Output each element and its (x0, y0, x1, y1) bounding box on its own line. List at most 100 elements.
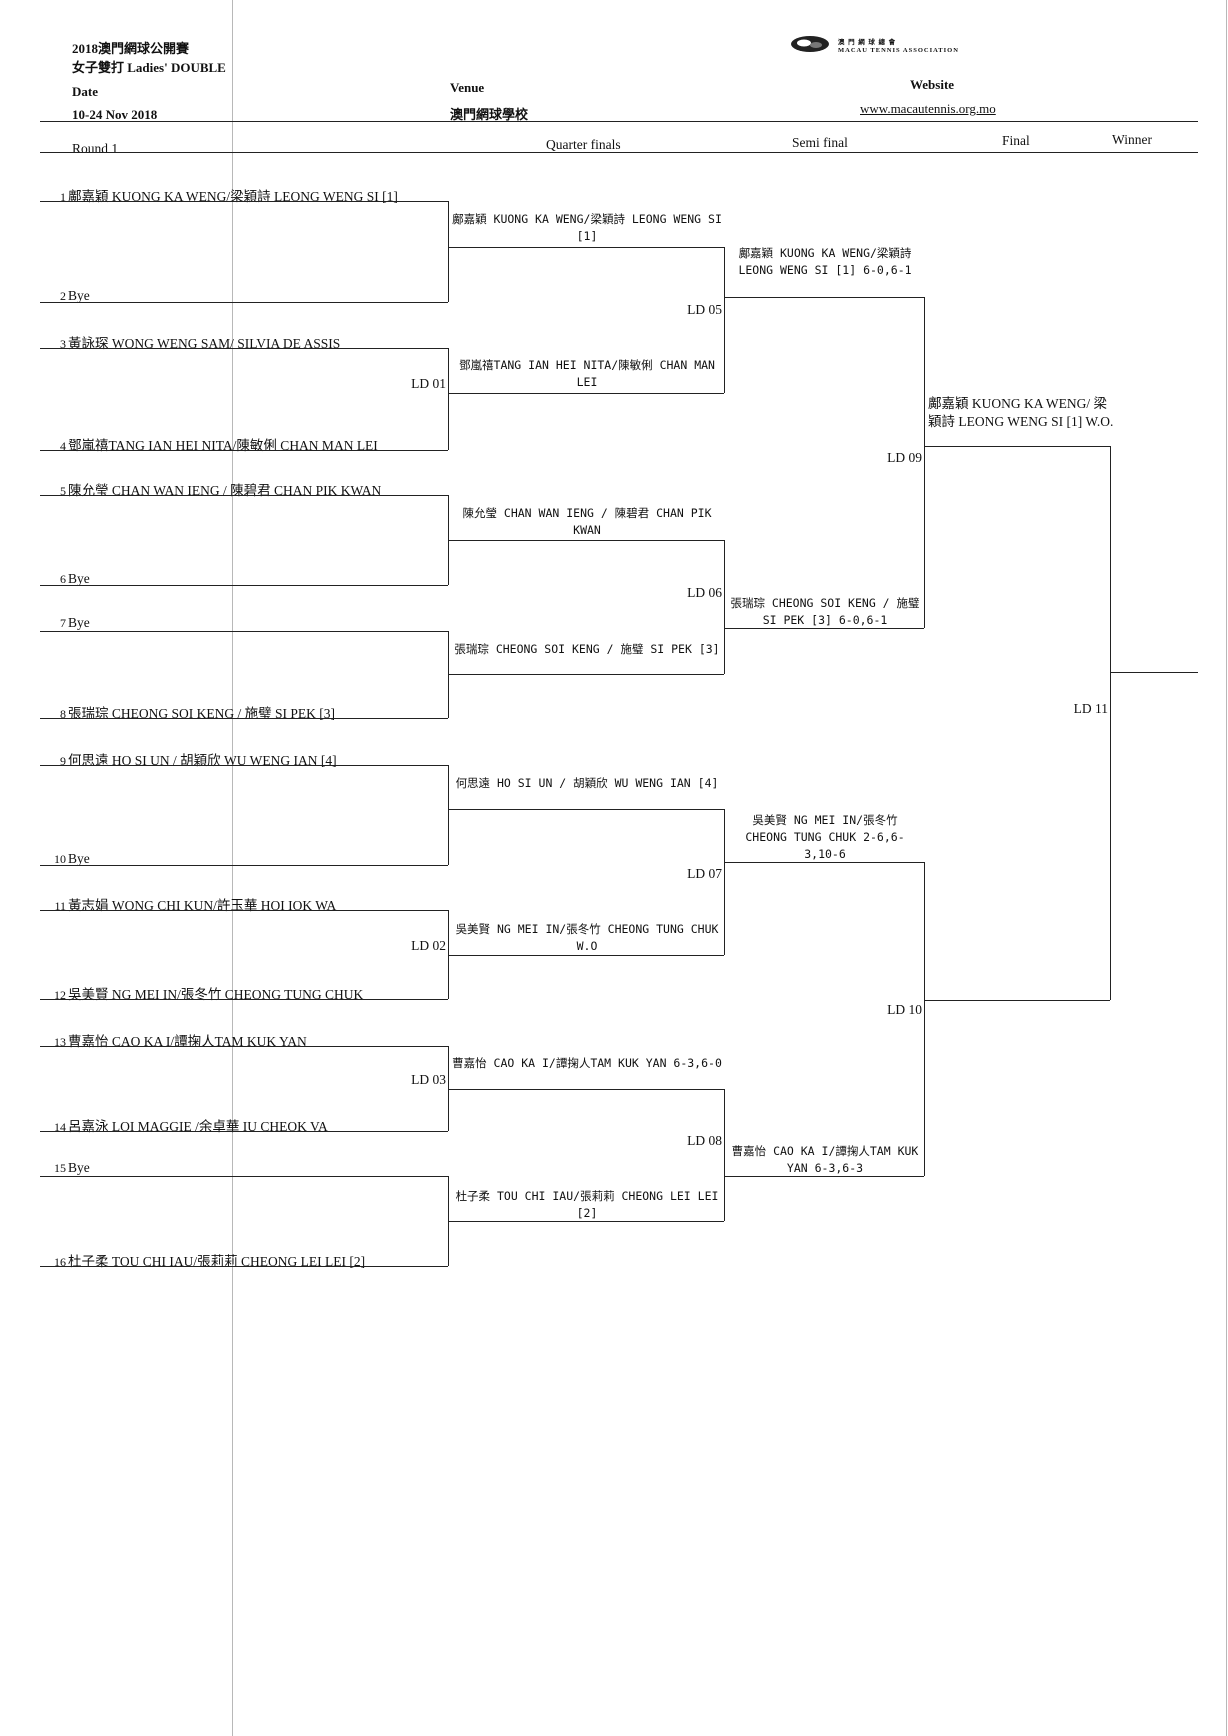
qf-connector-1 (724, 247, 725, 393)
scan-line-left (232, 0, 233, 1736)
qf-entry-1: 鄺嘉穎 KUONG KA WENG/梁穎詩 LEONG WENG SI [1] (452, 212, 722, 243)
match-id-ld02: LD 02 (411, 938, 446, 953)
r1-line-13 (40, 1046, 448, 1047)
r1-connector-5 (448, 765, 449, 865)
match-id-ld08: LD 08 (687, 1133, 722, 1148)
qf-line-6 (448, 955, 724, 956)
sf-entry-2: 張瑞琮 CHEONG SOI KENG / 施璧 SI PEK [3] 6-0,… (730, 596, 920, 627)
r1-connector-2 (448, 348, 449, 450)
draw-position: 15 (54, 1161, 66, 1175)
match-id-ld07: LD 07 (687, 866, 722, 881)
player-pair: Bye (68, 288, 90, 303)
draw-position: 5 (60, 484, 66, 498)
sf-connector-1 (924, 297, 925, 628)
qf-entry-3: 陳允瑩 CHAN WAN IENG / 陳碧君 CHAN PIK KWAN (462, 506, 712, 537)
scan-line-right (1226, 0, 1227, 1736)
sf-line-4 (724, 1176, 924, 1177)
venue-value: 澳門網球學校 (450, 107, 529, 122)
player-pair: 呂嘉泳 LOI MAGGIE /余卓華 IU CHEOK VA (68, 1119, 328, 1134)
match-id-ld11: LD 11 (1073, 701, 1108, 716)
draw-position: 3 (60, 337, 66, 351)
column-quarterfinals: Quarter finals (546, 137, 621, 152)
date-value: 10-24 Nov 2018 (72, 107, 158, 122)
player-pair: 張瑞琮 CHEONG SOI KENG / 施璧 SI PEK [3] (68, 706, 335, 721)
match-id-ld09: LD 09 (887, 450, 922, 465)
match-id-ld10: LD 10 (887, 1002, 922, 1017)
player-pair: Bye (68, 851, 90, 866)
qf-connector-4 (724, 1089, 725, 1221)
qf-line-1 (448, 247, 724, 248)
r1-line-2 (40, 302, 448, 303)
qf-entry-7: 曹嘉怡 CAO KA I/譚掬人TAM KUK YAN 6-3,6-0 (452, 1056, 722, 1070)
player-pair: 鄺嘉穎 KUONG KA WENG/梁穎詩 LEONG WENG SI [1] (68, 189, 398, 204)
draw-position: 16 (54, 1255, 66, 1269)
sf-line-3 (724, 862, 924, 863)
r1-line-1 (40, 201, 448, 202)
draw-position: 8 (60, 707, 66, 721)
r1-line-16 (40, 1266, 448, 1267)
r1-connector-6 (448, 910, 449, 999)
r1-line-10 (40, 865, 448, 866)
r1-line-12 (40, 999, 448, 1000)
logo-text-chinese: 澳 門 網 球 總 會 (838, 39, 897, 46)
match-id-ld01: LD 01 (411, 376, 446, 391)
sf-entry-1: 鄺嘉穎 KUONG KA WENG/梁穎詩 LEONG WENG SI [1] … (738, 246, 912, 277)
column-final: Final (1002, 133, 1030, 148)
final-line-2 (924, 1000, 1110, 1001)
association-logo-icon (791, 36, 829, 52)
r1-connector-7 (448, 1046, 449, 1131)
match-id-ld05: LD 05 (687, 302, 722, 317)
qf-entry-2: 鄧嵐禧TANG IAN HEI NITA/陳敏俐 CHAN MAN LEI (459, 358, 715, 389)
final-entry-1: 鄺嘉穎 KUONG KA WENG/ 梁穎詩 LEONG WENG SI [1]… (928, 396, 1114, 429)
player-pair: Bye (68, 571, 90, 586)
player-pair: Bye (68, 615, 90, 630)
website-link[interactable]: www.macautennis.org.mo (860, 101, 996, 116)
tournament-title: 2018澳門網球公開賽 (72, 41, 190, 56)
qf-connector-3 (724, 809, 725, 955)
draw-position: 14 (54, 1120, 66, 1134)
logo-text: 澳 門 網 球 總 會 MACAU TENNIS ASSOCIATION (838, 39, 959, 55)
draw-position: 1 (60, 190, 66, 204)
qf-entry-8: 杜子柔 TOU CHI IAU/張莉莉 CHEONG LEI LEI [2] (455, 1189, 719, 1220)
r1-line-14 (40, 1131, 448, 1132)
website-label: Website (910, 77, 955, 92)
player-pair: 杜子柔 TOU CHI IAU/張莉莉 CHEONG LEI LEI [2] (68, 1254, 366, 1269)
qf-line-2 (448, 393, 724, 394)
draw-position: 13 (54, 1035, 66, 1049)
player-pair: Bye (68, 1160, 90, 1175)
sf-line-1 (724, 297, 924, 298)
column-round1: Round 1 (72, 141, 119, 156)
match-id-ld06: LD 06 (687, 585, 722, 600)
r1-line-15 (40, 1176, 448, 1177)
draw-position: 4 (60, 439, 66, 453)
player-pair: 何思遠 HO SI UN / 胡穎欣 WU WENG IAN [4] (68, 753, 337, 768)
qf-line-3 (448, 540, 724, 541)
venue-label: Venue (450, 80, 485, 95)
r1-line-6 (40, 585, 448, 586)
winner-line (1110, 672, 1198, 673)
date-label: Date (72, 84, 98, 99)
qf-line-8 (448, 1221, 724, 1222)
event-title: 女子雙打 Ladies' DOUBLE (72, 60, 226, 75)
player-pair: 鄧嵐禧TANG IAN HEI NITA/陳敏俐 CHAN MAN LEI (68, 438, 378, 453)
draw-position: 10 (54, 852, 66, 866)
draw-position: 9 (60, 754, 66, 768)
column-semifinal: Semi final (792, 135, 848, 150)
draw-position: 7 (60, 616, 66, 630)
draw-position: 11 (54, 899, 66, 913)
header-rule (40, 121, 1198, 122)
player-pair: 黃詠琛 WONG WENG SAM/ SILVIA DE ASSIS (68, 336, 341, 351)
final-connector (1110, 446, 1111, 1000)
qf-connector-2 (724, 540, 725, 674)
column-header-rule (40, 152, 1198, 153)
r1-line-4 (40, 450, 448, 451)
